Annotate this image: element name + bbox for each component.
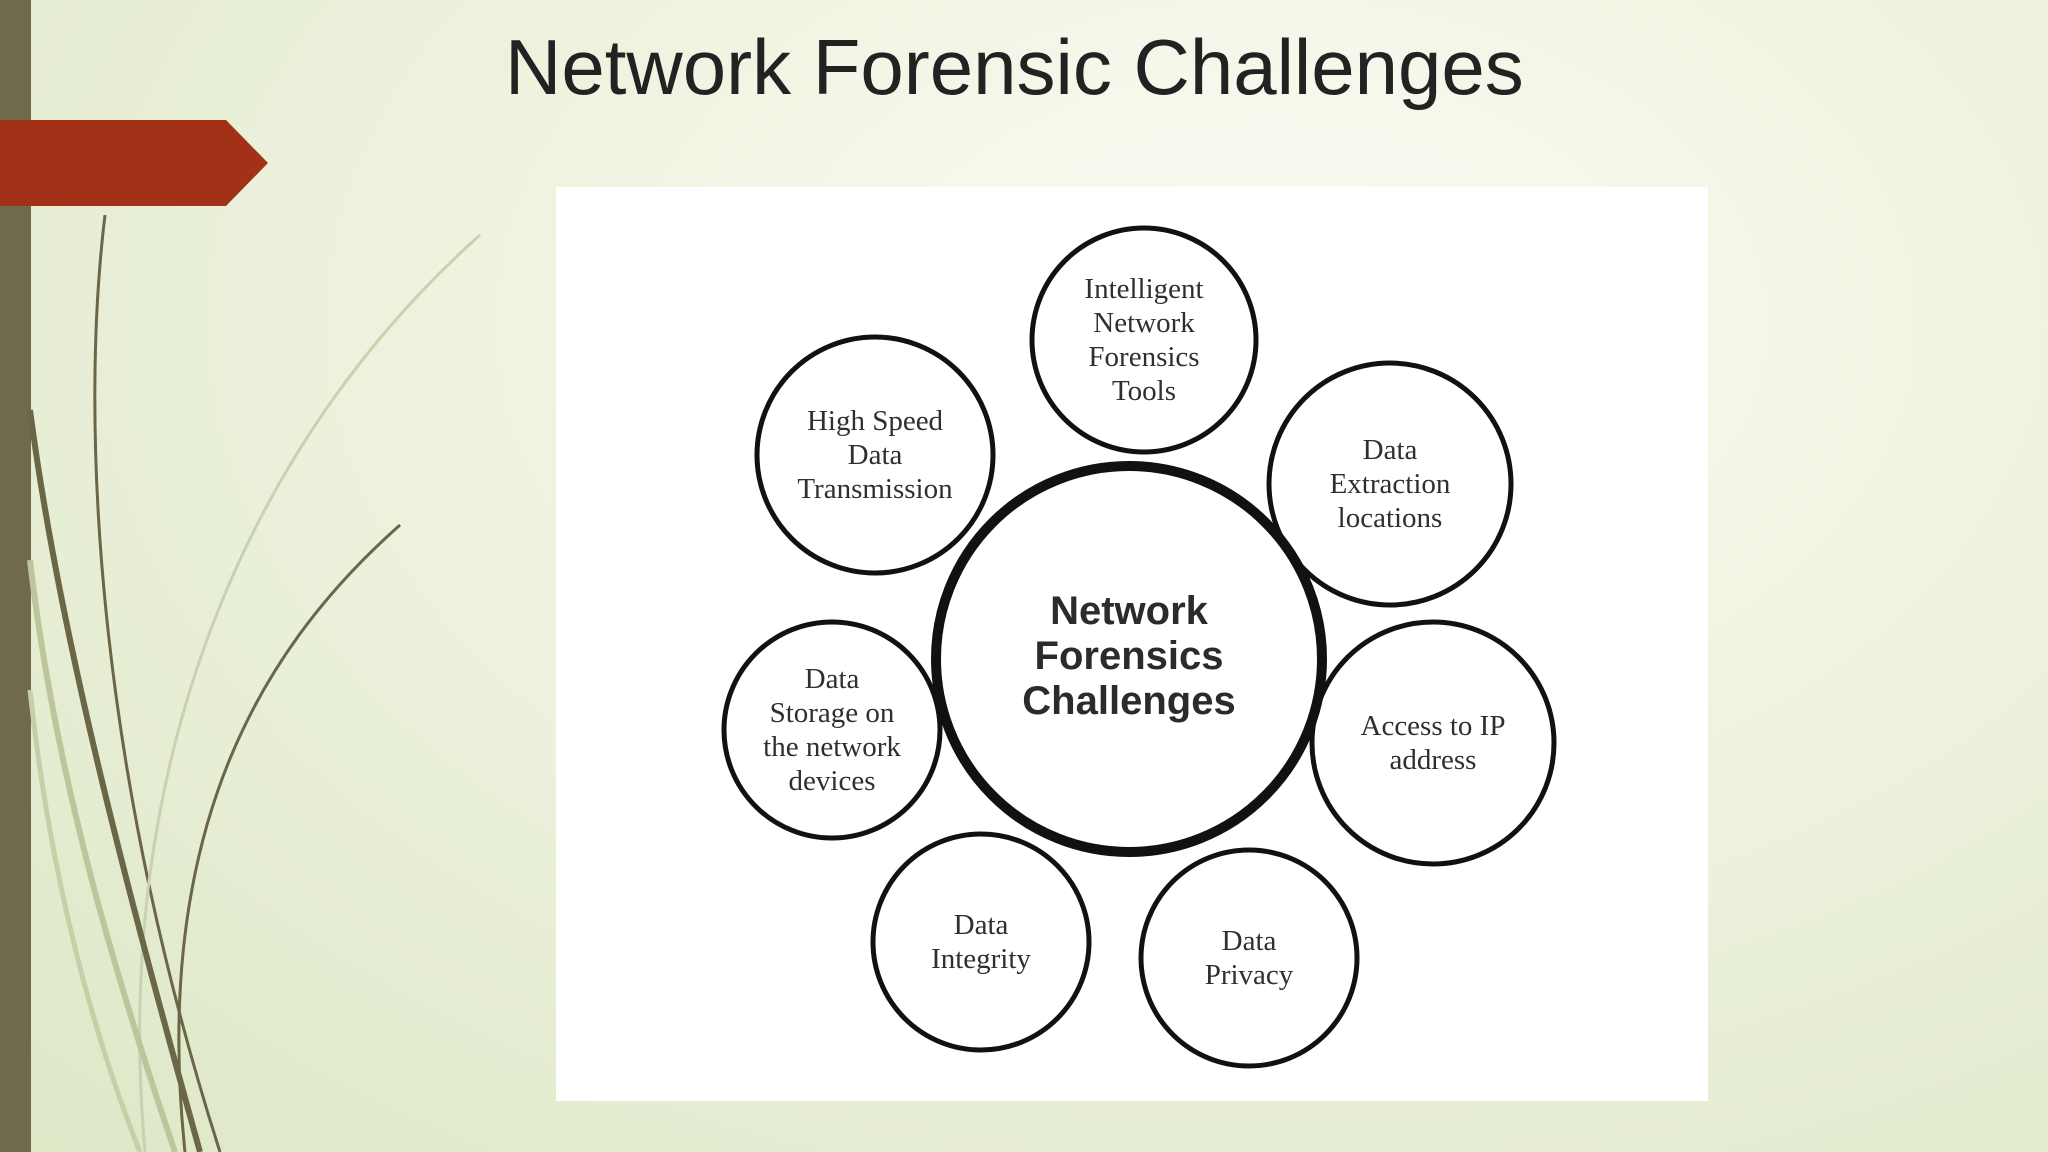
node-label-data-privacy-line-1: Data [1222, 925, 1277, 957]
node-label-data-integrity-line-2: Integrity [931, 943, 1031, 975]
node-label-ip-access-line-2: address [1390, 744, 1477, 776]
node-circle-data-integrity [870, 831, 1092, 1053]
node-label-ip-access-line-1: Access to IP [1361, 710, 1506, 742]
network-forensics-diagram: IntelligentNetworkForensicsToolsDataExtr… [721, 225, 1557, 1069]
center-label-line-3: Challenges [1022, 679, 1235, 723]
node-circle-data-storage [721, 619, 943, 841]
node-label-intelligent-tools-line-1: Intelligent [1084, 273, 1203, 305]
node-label-high-speed-line-3: Transmission [797, 473, 953, 505]
node-label-intelligent-tools-line-2: Network [1093, 307, 1195, 339]
node-label-high-speed-line-1: High Speed [807, 405, 944, 437]
decorative-swooshes [27, 214, 481, 1152]
center-circle [931, 461, 1327, 857]
node-label-data-storage-line-2: Storage on [770, 697, 895, 729]
node-circle-ip-access [1309, 619, 1557, 867]
node-label-data-integrity-line-1: Data [954, 909, 1009, 941]
node-circle-high-speed [754, 334, 996, 576]
node-label-data-extraction-line-3: locations [1338, 502, 1443, 534]
node-label-high-speed-line-2: Data [848, 439, 903, 471]
node-label-data-extraction-line-1: Data [1363, 434, 1418, 466]
node-label-data-storage-line-3: the network [763, 731, 901, 763]
node-circle-data-extraction [1266, 360, 1514, 608]
node-circle-data-privacy [1138, 847, 1360, 1069]
center-label-line-2: Forensics [1035, 634, 1224, 678]
node-label-data-extraction-line-2: Extraction [1330, 468, 1451, 500]
node-label-data-privacy-line-2: Privacy [1205, 959, 1294, 991]
node-label-data-storage-line-1: Data [805, 663, 860, 695]
node-label-intelligent-tools-line-4: Tools [1112, 375, 1176, 407]
slide-title: Network Forensic Challenges [505, 23, 1524, 111]
center-label-line-1: Network [1050, 589, 1209, 633]
node-label-data-storage-line-4: devices [789, 765, 876, 797]
title-accent-tag [0, 120, 268, 206]
node-circle-intelligent-tools [1029, 225, 1259, 455]
node-label-intelligent-tools-line-3: Forensics [1088, 341, 1199, 373]
